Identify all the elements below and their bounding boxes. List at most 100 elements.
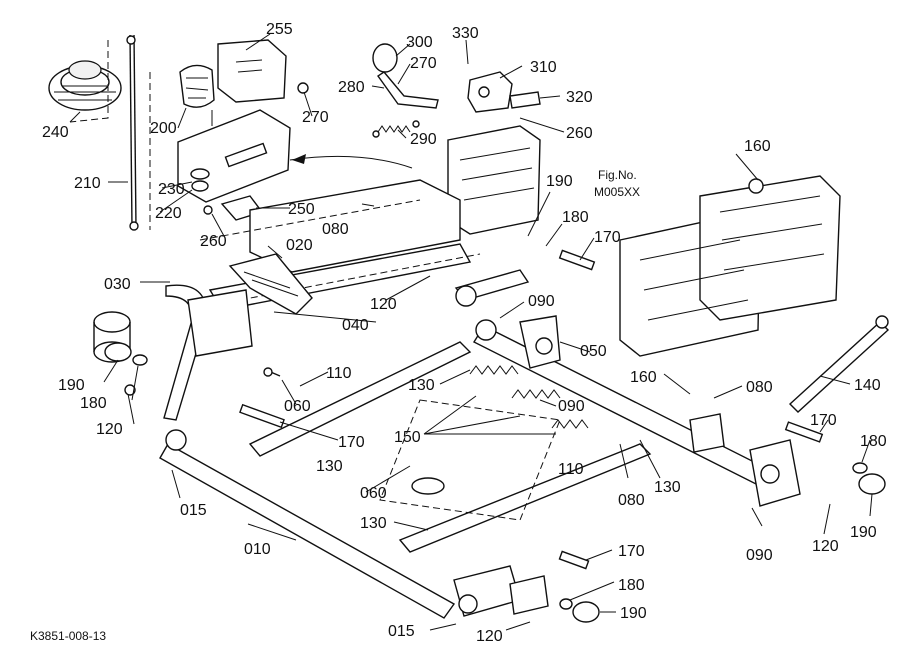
leader-lines bbox=[69, 33, 873, 631]
washer-180-left bbox=[132, 354, 148, 366]
washer-190-left bbox=[104, 342, 132, 362]
callout-210: 210 bbox=[74, 175, 101, 192]
link-090a bbox=[454, 269, 530, 307]
cover-255 bbox=[217, 39, 287, 103]
knob-240 bbox=[48, 60, 122, 111]
nut-160 bbox=[748, 178, 764, 194]
callout-080-a: 080 bbox=[322, 221, 349, 238]
callout-130-c: 130 bbox=[654, 479, 681, 496]
callout-170-d: 170 bbox=[618, 543, 645, 560]
shaft-110b bbox=[398, 443, 652, 553]
callout-080-b: 080 bbox=[746, 379, 773, 396]
shaft-110a bbox=[248, 341, 472, 457]
callout-130-d: 130 bbox=[360, 515, 387, 532]
callout-260-b: 260 bbox=[566, 125, 593, 142]
callout-160-b: 160 bbox=[630, 369, 657, 386]
callout-030: 030 bbox=[104, 276, 131, 293]
callout-060-b: 060 bbox=[360, 485, 387, 502]
bracket-310 bbox=[467, 71, 541, 113]
arrow-head bbox=[292, 154, 306, 164]
callout-120-c: 120 bbox=[812, 538, 839, 555]
lever-280 bbox=[377, 71, 439, 109]
fig-ref-line2: M005XX bbox=[594, 185, 640, 199]
callout-015-b: 015 bbox=[388, 623, 415, 640]
callout-330: 330 bbox=[452, 25, 479, 42]
callout-170-c: 170 bbox=[338, 434, 365, 451]
callout-010: 010 bbox=[244, 541, 271, 558]
callout-230: 230 bbox=[158, 181, 185, 198]
callout-120-d: 120 bbox=[476, 628, 503, 645]
callout-170-a: 170 bbox=[594, 229, 621, 246]
callout-180-c: 180 bbox=[860, 433, 887, 450]
shaft-010 bbox=[159, 429, 456, 619]
callout-300: 300 bbox=[406, 34, 433, 51]
callout-110-b: 110 bbox=[558, 461, 584, 478]
bolt-270a bbox=[297, 82, 309, 94]
callout-130-a: 130 bbox=[408, 377, 435, 394]
springs-150 bbox=[469, 365, 589, 429]
callout-020: 020 bbox=[286, 237, 313, 254]
callouts: 240 210 230 220 200 255 270 250 260 300 … bbox=[30, 21, 887, 645]
callout-080-c: 080 bbox=[618, 492, 645, 509]
washers-right bbox=[852, 462, 886, 495]
plate-center bbox=[379, 399, 561, 521]
callout-140: 140 bbox=[854, 377, 881, 394]
callout-110-a: 110 bbox=[326, 365, 352, 382]
callout-240: 240 bbox=[42, 124, 69, 141]
callout-270-b: 270 bbox=[410, 55, 437, 72]
spring-290 bbox=[372, 120, 420, 138]
callout-200: 200 bbox=[150, 120, 177, 137]
rod-210 bbox=[126, 34, 139, 231]
panel-center bbox=[447, 125, 541, 235]
callout-015-a: 015 bbox=[180, 502, 207, 519]
knob-300 bbox=[372, 43, 398, 73]
bracket-plate bbox=[177, 109, 291, 203]
cylinder-140 bbox=[788, 315, 890, 413]
callout-220: 220 bbox=[155, 205, 182, 222]
bolt-120-left bbox=[124, 384, 136, 396]
callout-310: 310 bbox=[530, 59, 557, 76]
callout-090-c: 090 bbox=[746, 547, 773, 564]
callout-050: 050 bbox=[580, 343, 607, 360]
callout-120-a: 120 bbox=[370, 296, 397, 313]
callout-190-b: 190 bbox=[58, 377, 85, 394]
bracket-right-lower bbox=[689, 413, 801, 507]
rod-bracket-dash bbox=[69, 40, 151, 230]
clamp-200 bbox=[179, 64, 215, 108]
washers-bottom bbox=[559, 598, 600, 623]
washers-220-230 bbox=[190, 168, 210, 192]
bolt-060a bbox=[263, 367, 281, 377]
callout-255: 255 bbox=[266, 21, 293, 38]
callout-150: 150 bbox=[394, 429, 421, 446]
callout-090-a: 090 bbox=[528, 293, 555, 310]
callout-280: 280 bbox=[338, 79, 365, 96]
callout-120-b: 120 bbox=[96, 421, 123, 438]
leader-arrow bbox=[289, 155, 413, 169]
frame-right bbox=[619, 175, 841, 357]
bracket-mid bbox=[519, 315, 561, 369]
fig-ref-line1: Fig.No. bbox=[598, 168, 637, 182]
callout-160-a: 160 bbox=[744, 138, 771, 155]
callout-290: 290 bbox=[410, 131, 437, 148]
callout-060-a: 060 bbox=[284, 398, 311, 415]
callout-170-b: 170 bbox=[810, 412, 837, 429]
callout-180-b: 180 bbox=[80, 395, 107, 412]
pedal-020 bbox=[228, 253, 313, 315]
pin-170 bbox=[239, 249, 824, 570]
lower-right-bracket bbox=[453, 565, 549, 617]
callout-190-c: 190 bbox=[850, 524, 877, 541]
callout-130-b: 130 bbox=[316, 458, 343, 475]
callout-320: 320 bbox=[566, 89, 593, 106]
drawing-code: K3851-008-13 bbox=[30, 629, 106, 643]
callout-260-a: 260 bbox=[200, 233, 227, 250]
callout-180-a: 180 bbox=[562, 209, 589, 226]
callout-250: 250 bbox=[288, 201, 315, 218]
callout-090-b: 090 bbox=[558, 398, 585, 415]
callout-040: 040 bbox=[342, 317, 369, 334]
callout-190-d: 190 bbox=[620, 605, 647, 622]
callout-180-d: 180 bbox=[618, 577, 645, 594]
callout-190-a: 190 bbox=[546, 173, 573, 190]
callout-270-a: 270 bbox=[302, 109, 329, 126]
